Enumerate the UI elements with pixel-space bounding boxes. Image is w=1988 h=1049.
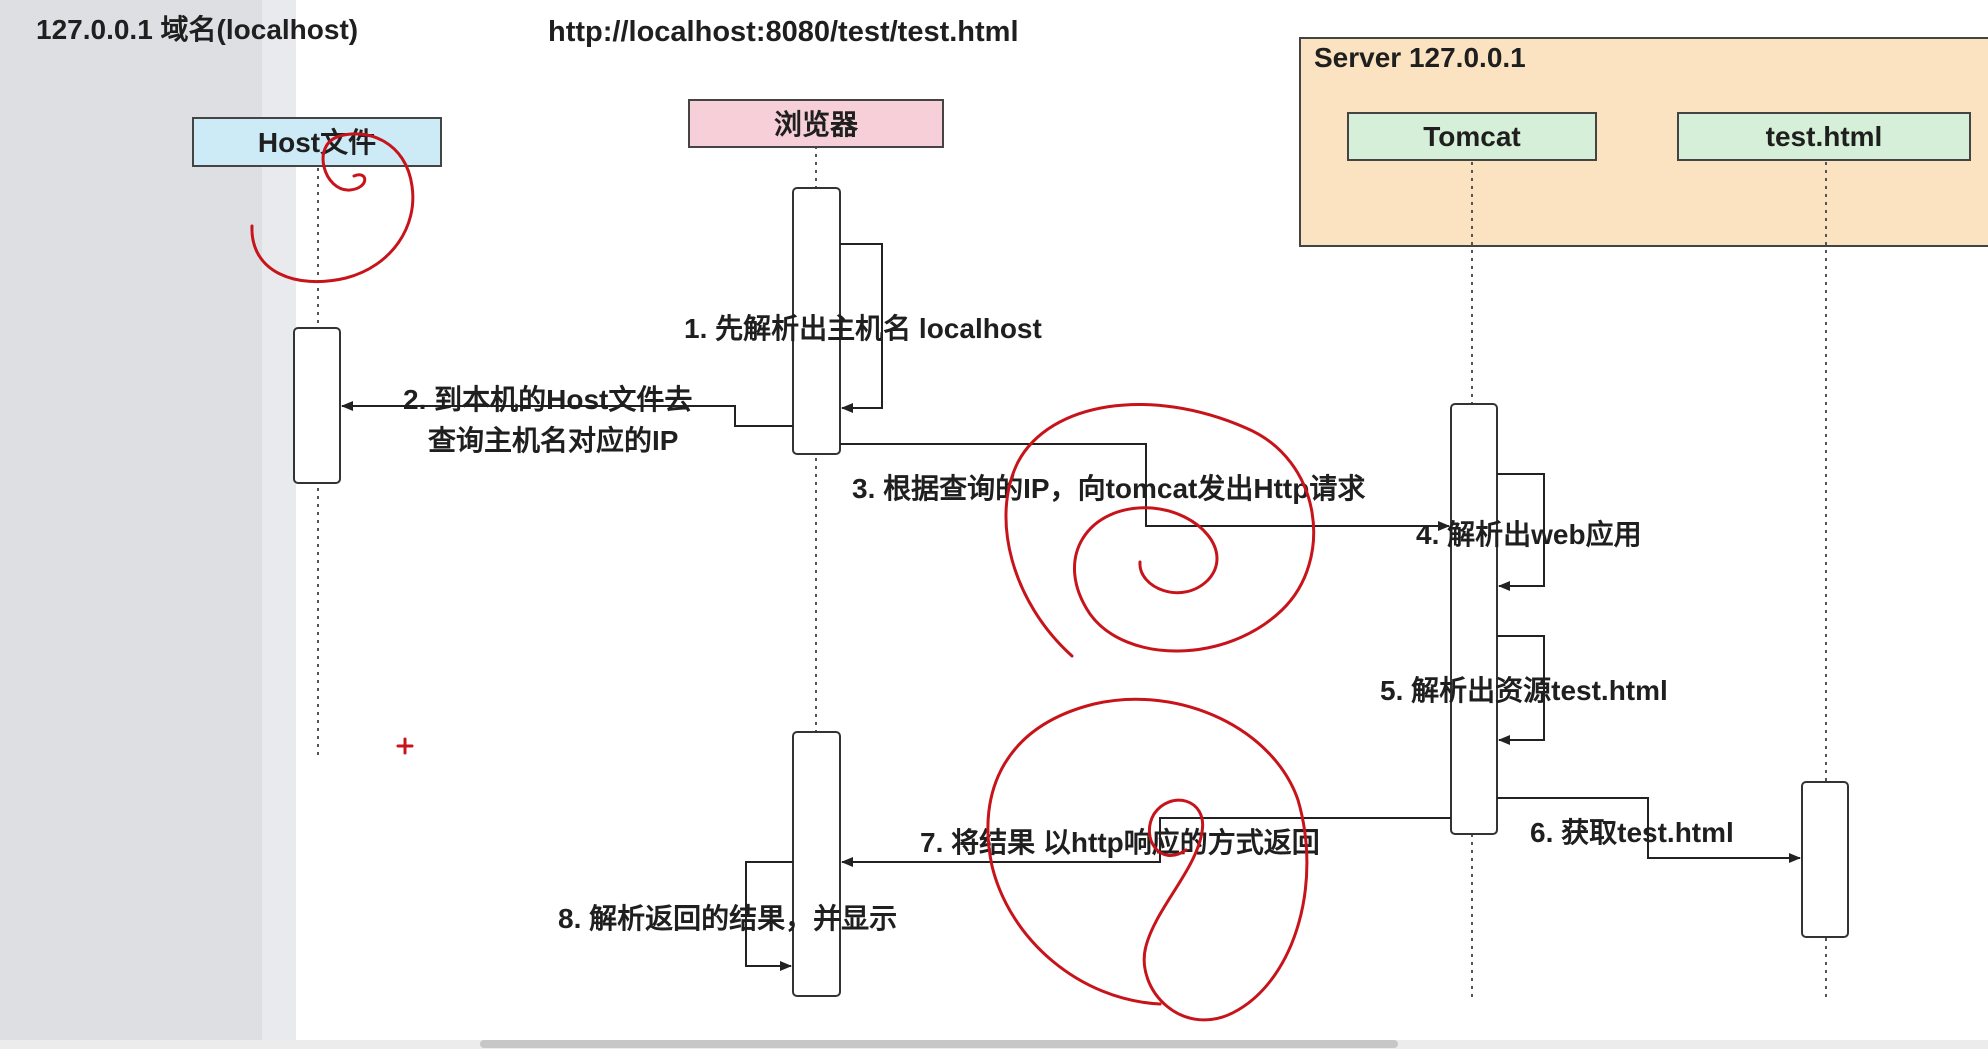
arrow-step-6 [1497,797,1801,863]
host-activation [293,327,341,484]
step-2-label-line1: 2. 到本机的Host文件去 [403,383,692,415]
horizontal-scrollbar[interactable] [480,1040,1398,1048]
domain-note: 127.0.0.1 域名(localhost) [36,14,359,45]
step-6-label: 6. 获取test.html [1530,817,1734,848]
red-cursor-cross [396,737,414,755]
browser-activation-2 [792,731,841,997]
red-scribble-host [250,132,415,284]
url-title: http://localhost:8080/test/test.html [548,16,1019,48]
test-html-label: test.html [1766,121,1883,152]
red-scribble-response [986,697,1309,1022]
step-2-label-line2: 查询主机名对应的IP [428,424,678,456]
server-title: Server 127.0.0.1 [1314,42,1526,73]
host-file-label: Host文件 [258,126,376,158]
participant-host: Host文件 [192,117,442,167]
arrow-step-2 [341,401,793,427]
step-1-label: 1. 先解析出主机名 localhost [684,313,1042,344]
arrow-step-3 [840,443,1450,531]
participant-tomcat: Tomcat [1347,112,1597,161]
step-7-label: 7. 将结果 以http响应的方式返回 [920,826,1320,858]
tomcat-label: Tomcat [1423,121,1521,152]
step-4-label: 4. 解析出web应用 [1416,518,1642,550]
participant-test-html: test.html [1677,112,1971,161]
left-panel-strip [0,0,296,1040]
arrow-step-7 [841,817,1451,867]
step-3-label: 3. 根据查询的IP，向tomcat发出Http请求 [852,472,1365,504]
step-8-label: 8. 解析返回的结果，并显示 [558,902,897,934]
step-5-label: 5. 解析出资源test.html [1380,675,1668,706]
arrow-step-5 [1497,635,1545,745]
red-scribble-request [1004,403,1315,658]
left-panel-edge [262,0,296,1040]
arrow-step-8 [745,861,793,971]
tomcat-activation [1450,403,1498,835]
participant-browser: 浏览器 [688,99,944,148]
test-html-activation [1801,781,1849,938]
browser-activation-1 [792,187,841,455]
arrow-step-1 [840,243,883,413]
arrow-step-4 [1497,473,1545,591]
browser-label: 浏览器 [774,109,859,140]
